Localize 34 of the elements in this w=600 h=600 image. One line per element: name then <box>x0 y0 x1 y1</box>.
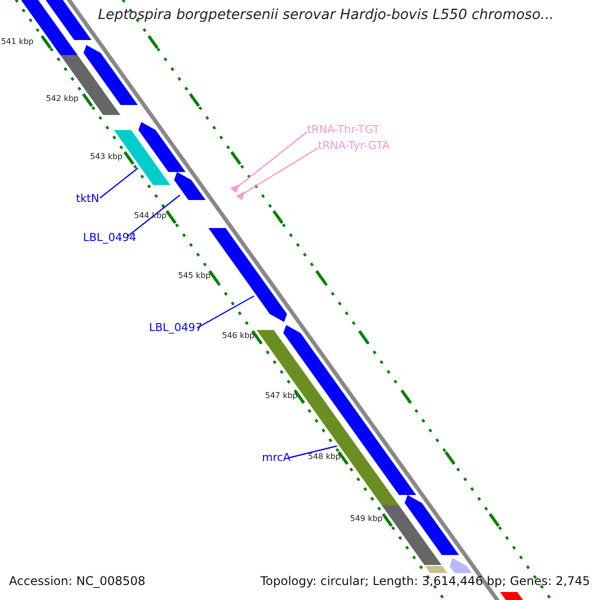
gene-bar <box>404 495 459 555</box>
gene-bar <box>382 505 442 565</box>
map-title: Leptospira borgpetersenii serovar Hardjo-bovis L550 chromoso... <box>98 8 554 22</box>
gene-bar <box>256 330 399 505</box>
gene-bar <box>174 172 206 200</box>
gene-bar <box>450 558 472 573</box>
gene-label: tktN <box>76 193 100 204</box>
trna-feature-mark <box>236 191 245 200</box>
scale-label: 545 kbp <box>178 272 211 280</box>
gene-bar <box>425 566 448 573</box>
gene-label: LBL_0497 <box>149 322 202 333</box>
gene-bar <box>138 122 186 172</box>
gene-bar <box>60 55 120 115</box>
scale-label: 546 kbp <box>222 332 255 340</box>
scale-label: 541 kbp <box>1 38 34 46</box>
accession-text: Accession: NC_008508 <box>9 575 146 587</box>
gene-label: mrcA <box>262 452 291 463</box>
leader-line <box>100 168 138 198</box>
gene-label: LBL_0494 <box>83 232 136 243</box>
leader-line <box>196 295 254 329</box>
scale-label: 548 kbp <box>308 453 341 461</box>
scale-label: 543 kbp <box>90 153 123 161</box>
scale-label: 547 kbp <box>265 392 298 400</box>
gene-label: tRNA-Thr-TGT <box>307 124 380 135</box>
trna-feature-mark <box>230 184 240 193</box>
leader-line <box>128 194 180 236</box>
leader-line <box>236 132 308 188</box>
gene-label: tRNA-Tyr-GTA <box>318 140 390 151</box>
scale-label: 549 kbp <box>350 515 383 523</box>
gene-bar <box>84 45 138 105</box>
scale-label: 542 kbp <box>46 95 79 103</box>
scale-label: 544 kbp <box>134 212 167 220</box>
leader-line <box>288 445 338 459</box>
summary-text: Topology: circular; Length: 3,614,446 bp; Genes: 2,745 <box>260 575 590 587</box>
